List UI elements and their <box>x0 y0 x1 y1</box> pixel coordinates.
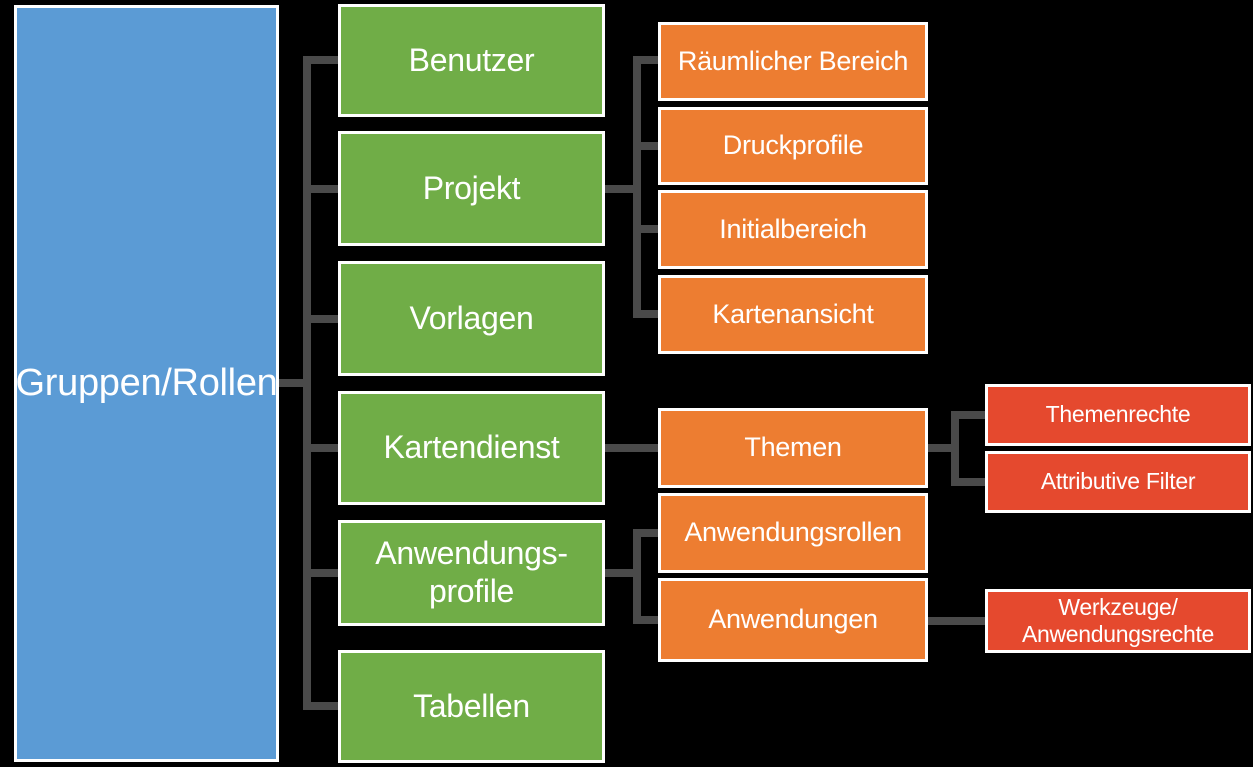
connector-stub-tabellen <box>303 702 338 710</box>
connector-anwendungen-werkzeuge <box>928 617 985 625</box>
node-kartenansicht: Kartenansicht <box>658 275 928 354</box>
node-anwendungen: Anwendungen <box>658 578 928 662</box>
node-label: Druckprofile <box>722 130 864 161</box>
connector-anwendungsprofile-feed <box>605 569 637 577</box>
connector-stub-druckprofile <box>633 142 658 150</box>
node-label: Gruppen/Rollen <box>15 362 278 405</box>
connector-trunk-themen-children <box>951 411 959 486</box>
node-label: Kartendienst <box>383 429 560 466</box>
connector-stub-anwendungen <box>633 616 658 624</box>
connector-stub-projekt <box>303 185 338 193</box>
connector-stub-anwendungsrollen <box>633 529 658 537</box>
connector-stub-anwendungsprofile <box>303 569 338 577</box>
connector-trunk-projekt-children <box>633 56 641 318</box>
node-label: Kartenansicht <box>712 298 874 329</box>
connector-stub-kartendienst <box>303 444 338 452</box>
connector-root-to-trunk <box>279 379 311 387</box>
connector-stub-kartenansicht <box>633 310 658 318</box>
node-vorlagen: Vorlagen <box>338 261 605 376</box>
node-benutzer: Benutzer <box>338 4 605 117</box>
node-attributive-filter: Attributive Filter <box>985 451 1251 513</box>
node-raeumlicher-bereich: Räumlicher Bereich <box>658 22 928 101</box>
connector-projekt-feed <box>605 185 637 193</box>
node-druckprofile: Druckprofile <box>658 107 928 185</box>
node-label: Tabellen <box>413 687 530 724</box>
node-werkzeuge-anwendungsrechte: Werkzeuge/ Anwendungsrechte <box>985 589 1251 653</box>
connector-trunk-level1 <box>303 56 311 710</box>
node-label: Themen <box>744 432 842 463</box>
node-label: Anwendungsrollen <box>684 517 902 548</box>
node-label: Anwendungs- profile <box>375 535 568 609</box>
connector-stub-initialbereich <box>633 225 658 233</box>
node-themenrechte: Themenrechte <box>985 384 1251 446</box>
node-gruppen-rollen: Gruppen/Rollen <box>14 5 279 762</box>
node-label: Anwendungen <box>708 604 878 635</box>
node-themen: Themen <box>658 408 928 488</box>
node-anwendungsprofile: Anwendungs- profile <box>338 520 605 626</box>
connector-stub-vorlagen <box>303 315 338 323</box>
connector-kartendienst-themen <box>605 444 658 452</box>
connector-stub-attributive-filter <box>951 478 985 486</box>
connector-stub-themenrechte <box>951 411 985 419</box>
connector-themen-feed <box>928 444 955 452</box>
connector-trunk-anwendungsprofile-children <box>633 529 641 624</box>
node-label: Attributive Filter <box>1040 468 1196 495</box>
node-label: Themenrechte <box>1045 401 1191 428</box>
node-tabellen: Tabellen <box>338 650 605 763</box>
node-kartendienst: Kartendienst <box>338 391 605 505</box>
node-label: Werkzeuge/ Anwendungsrechte <box>1021 593 1215 647</box>
node-anwendungsrollen: Anwendungsrollen <box>658 493 928 573</box>
node-label: Benutzer <box>408 41 535 78</box>
connector-stub-raeumlicher-bereich <box>633 56 658 64</box>
node-label: Vorlagen <box>409 299 534 336</box>
node-label: Räumlicher Bereich <box>677 45 909 76</box>
node-label: Initialbereich <box>719 213 867 244</box>
connector-stub-benutzer <box>303 56 338 64</box>
node-projekt: Projekt <box>338 131 605 246</box>
node-initialbereich: Initialbereich <box>658 190 928 269</box>
node-label: Projekt <box>422 169 521 206</box>
